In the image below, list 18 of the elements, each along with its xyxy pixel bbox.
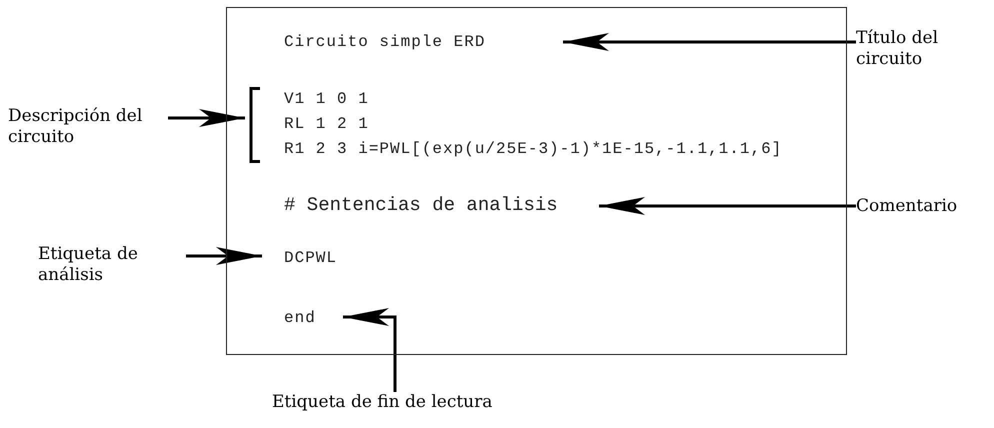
code-line: R1 2 3 i=PWL[(exp(u/25E-3)-1)*1E-15,-1.1,1.1,6] [284, 139, 782, 160]
arrow [168, 109, 245, 127]
arrow [343, 308, 396, 392]
code-line: end [284, 308, 316, 329]
code-line: V1 1 0 1 [284, 89, 369, 110]
arrow [186, 247, 262, 265]
annotation-label: Etiqueta de fin de lectura [272, 392, 492, 413]
annotation-label: Etiqueta de análisis [38, 244, 139, 286]
code-line: Circuito simple ERD [284, 32, 486, 53]
annotation-label: Título del circuito [856, 28, 940, 70]
code-panel [226, 7, 847, 355]
annotation-label: Comentario [856, 196, 958, 217]
arrow [599, 197, 856, 215]
annotation-label: Descripción del circuito [8, 106, 144, 148]
code-line: DCPWL [284, 248, 338, 269]
code-line: # Sentencias de analisis [284, 194, 558, 216]
code-line: RL 1 2 1 [284, 114, 369, 135]
arrow [563, 33, 856, 51]
